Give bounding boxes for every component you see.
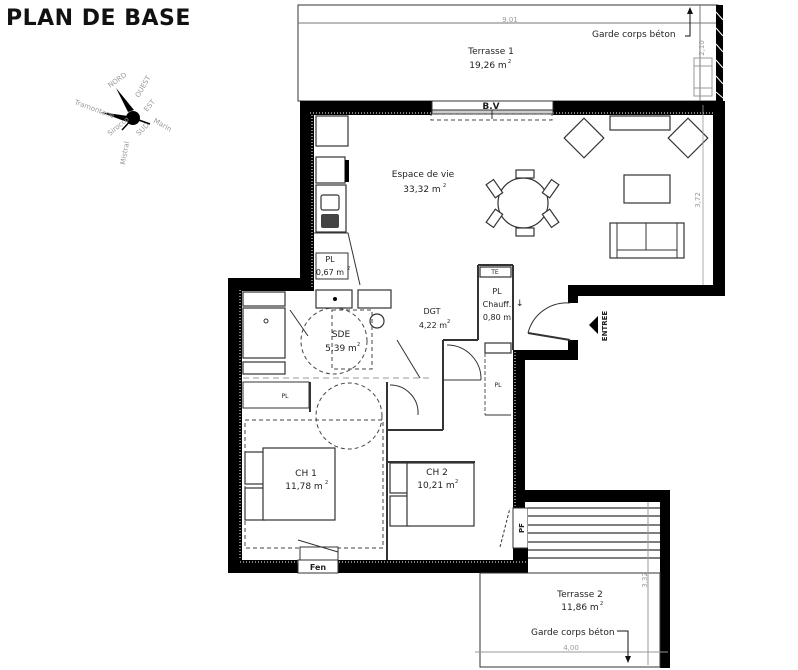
room-sub-pl-chauff: Chauff.	[483, 300, 512, 309]
area-superscript: 2	[455, 479, 458, 485]
room-area-sde: 5,39 m	[325, 344, 357, 354]
entree-label: ENTREE	[601, 311, 609, 342]
compass-label: Mistral	[119, 141, 131, 166]
compass-label: OUEST	[134, 74, 153, 99]
window-fen	[297, 559, 339, 574]
area-superscript: 2	[443, 183, 446, 189]
bay-window	[430, 100, 554, 121]
area-superscript: 2	[508, 59, 511, 65]
dimension-living-depth: 3,72	[694, 192, 702, 208]
room-label-sde: SDE	[332, 330, 351, 340]
compass-label: NORD	[107, 71, 129, 90]
room-label-pl1: PL	[325, 255, 335, 264]
arrow-down-icon: ↓	[516, 299, 524, 309]
living-furniture	[314, 115, 709, 286]
bathroom	[242, 289, 430, 379]
room-label-terrasse1: Terrasse 1	[467, 47, 514, 57]
entry-arrow-icon	[589, 316, 598, 334]
terrasse-2	[475, 502, 668, 668]
pf-label: PF	[518, 523, 526, 533]
te-label: TE	[490, 269, 499, 276]
room-label-espace-vie: Espace de vie	[392, 170, 455, 180]
room-area-terrasse1: 19,26 m	[469, 61, 506, 71]
room-label-pl-chauff: PL	[492, 287, 502, 296]
room-label-dgt: DGT	[424, 307, 441, 316]
room-area-espace-vie: 33,32 m	[403, 185, 440, 195]
compass-rose-icon	[100, 88, 151, 131]
bedroom-1	[244, 419, 384, 561]
compass-label: Tramontane	[72, 98, 115, 120]
page-title: PLAN DE BASE	[6, 6, 191, 31]
compass-labels: NORD OUEST EST SUD Tramontane Marin Siro…	[72, 71, 173, 165]
room-area-ch2: 10,21 m	[417, 481, 454, 491]
fen-label: Fen	[310, 563, 327, 572]
area-superscript: 2	[600, 601, 603, 607]
area-superscript: 2	[447, 319, 450, 325]
compass-label: Marin	[152, 117, 173, 134]
room-label-ch1: CH 1	[295, 469, 317, 479]
room-area-pl-chauff: 0,80 m	[483, 313, 511, 322]
room-area-pl1: 0,67 m	[316, 268, 344, 277]
interior-walls	[309, 264, 571, 560]
room-label-pl3: PL	[495, 382, 503, 389]
garde-corps-label-top: Garde corps béton	[592, 29, 676, 40]
dimension-terrasse1-depth: 2,10	[698, 40, 706, 56]
dimension-terrasse2-depth: 3,32	[641, 572, 649, 588]
room-area-dgt: 4,22 m	[419, 321, 447, 330]
exterior-walls	[228, 101, 725, 668]
area-superscript: 2	[357, 342, 360, 348]
garde-corps-label-bottom: Garde corps béton	[531, 627, 615, 638]
room-label-terrasse2: Terrasse 2	[556, 590, 603, 600]
dimension-terrasse1-width: 9,01	[502, 16, 518, 24]
room-label-ch2: CH 2	[426, 468, 448, 478]
room-area-ch1: 11,78 m	[285, 482, 322, 492]
room-area-terrasse2: 11,86 m	[561, 603, 598, 613]
area-superscript: 2	[347, 266, 350, 272]
dimension-terrasse2-width: 4,00	[563, 644, 579, 652]
compass-label: EST	[142, 98, 157, 114]
bedroom-2	[389, 462, 529, 549]
bv-label: B.V	[482, 102, 499, 112]
area-superscript: 2	[325, 480, 328, 486]
room-label-pl2: PL	[282, 393, 290, 400]
